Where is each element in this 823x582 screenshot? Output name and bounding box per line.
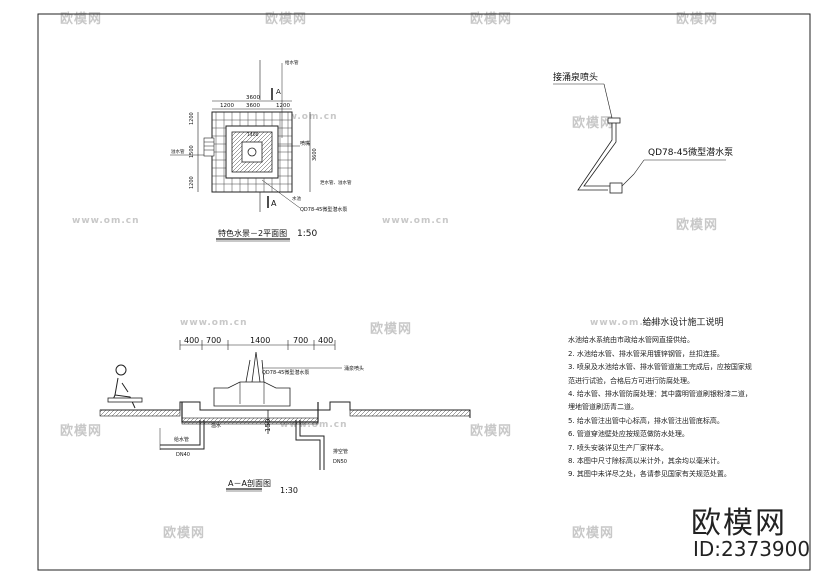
- watermark: 欧模网: [163, 526, 206, 541]
- note-line: 2. 水池给水管、排水管采用镀锌钢管，丝扣连接。: [568, 349, 724, 358]
- section-dim: 700: [206, 336, 221, 345]
- watermark: www.om.cn: [280, 420, 348, 430]
- note-line: 范进行试验，合格后方可进行防腐处理。: [568, 376, 694, 385]
- design-notes: 给排水设计施工说明 水池给水系统由市政给水管网直接供给。 2. 水池给水管、排水…: [568, 317, 808, 482]
- notes-title: 给排水设计施工说明: [642, 318, 724, 328]
- plan-label-pipe: 溢水管: [171, 148, 185, 155]
- section-label-pump: QD78-45微型潜水泵: [262, 369, 309, 376]
- plan-label-supply: 给水管: [285, 59, 299, 66]
- note-line: 5. 给水管注出管中心标高，排水管注出管底标高。: [568, 416, 724, 425]
- section-view: 400 700 1400 700 400: [99, 336, 471, 495]
- section-label-overflow-dn: DN50: [333, 459, 347, 465]
- note-line: 7. 喷头安装详见生产厂家样本。: [568, 443, 668, 452]
- sheet-border: [37, 13, 811, 571]
- watermark: www.om.cn: [180, 318, 248, 328]
- section-label-overflow: 排空管: [333, 448, 348, 455]
- section-dim: 700: [293, 336, 308, 345]
- detail-nozzle-label: 接涌泉喷头: [553, 71, 598, 83]
- watermark: 欧模网: [370, 322, 413, 337]
- plan-dim-top: 1200: [220, 103, 234, 109]
- detail-pump-label: QD78-45微型潜水泵: [648, 146, 733, 158]
- plan-dim-top: 1200: [276, 103, 290, 109]
- watermark: 欧模网: [60, 424, 103, 439]
- section-label-supply: 给水管: [174, 436, 189, 443]
- plan-label-drain: 泄水管、溢水管: [320, 179, 352, 186]
- plan-label-nozzle: 喷嘴: [300, 140, 310, 147]
- plan-title: 特色水景－2平面图: [218, 228, 287, 238]
- plan-dim-inner: 1400: [247, 132, 259, 138]
- watermark: 欧模网: [470, 424, 513, 439]
- section-label-nozzle: 涌泉喷头: [344, 365, 364, 372]
- plan-dim-side: 1500: [189, 145, 195, 158]
- plan-label-basin: 水池: [292, 195, 301, 202]
- plan-section-mark-bottom: A: [271, 199, 277, 208]
- plan-dim-right: 3600: [312, 148, 318, 161]
- watermark: 欧模网: [265, 12, 308, 27]
- watermark: www.om.cn: [72, 216, 140, 226]
- note-line: 4. 给水管、排水管防腐处理：其中露明管道刷银粉漆二道，: [568, 390, 752, 399]
- section-depth: 150: [264, 419, 272, 432]
- plan-dim-side: 1200: [189, 176, 195, 189]
- section-title: A－A剖面图: [228, 478, 271, 488]
- watermark: 欧模网: [60, 12, 103, 27]
- plan-view: 3600 1200 3600 1200 A 1400 溢水管: [170, 59, 352, 242]
- section-label-supply-dn: DN40: [176, 452, 190, 458]
- note-line: 9. 其图中未详尽之处，各请参见国家有关规范处置。: [568, 470, 731, 479]
- plan-label-pump: QD78-45微型潜水泵: [300, 206, 347, 213]
- plan-dim-side: 1200: [189, 112, 195, 125]
- watermark: 欧模网: [572, 116, 615, 131]
- plan-dim-top: 3600: [246, 103, 260, 109]
- note-line: 8. 本图中尺寸除标高以米计外，其余均以毫米计。: [568, 457, 724, 466]
- human-figure: [111, 364, 136, 409]
- section-dim: 400: [318, 336, 333, 345]
- section-dim: 1400: [250, 336, 270, 345]
- watermark: 欧模网: [676, 218, 719, 233]
- watermark: www.om.cn: [590, 318, 658, 328]
- note-line: 埋地管道刷沥青二道。: [568, 403, 638, 412]
- watermark: www.om.cn: [270, 112, 338, 122]
- watermark: 欧模网: [572, 526, 615, 541]
- plan-dim-top-overall: 3600: [246, 95, 260, 101]
- note-line: 6. 管道穿池壁处应按规范做防水处理。: [568, 430, 689, 439]
- note-line: 水池给水系统由市政给水管网直接供给。: [568, 336, 694, 345]
- note-line: 3. 喷泉及水池给水管、排水管管道施工完成后，应按国家规: [568, 363, 752, 372]
- section-dim: 400: [184, 336, 199, 345]
- watermark: www.om.cn: [382, 216, 450, 226]
- watermark: 欧模网: [676, 12, 719, 27]
- brand-id: ID:2373900: [693, 537, 811, 561]
- section-scale: 1:30: [280, 486, 298, 495]
- plan-section-mark-top: A: [276, 88, 281, 96]
- nozzle-detail: 接涌泉喷头 QD78-45微型潜水泵: [553, 71, 733, 194]
- brand-logo-text: 欧模网: [691, 506, 787, 541]
- plan-scale: 1:50: [297, 229, 317, 239]
- section-label-drain: 溢水: [211, 422, 221, 429]
- fountain-jet: [245, 351, 265, 383]
- watermark: 欧模网: [470, 12, 513, 27]
